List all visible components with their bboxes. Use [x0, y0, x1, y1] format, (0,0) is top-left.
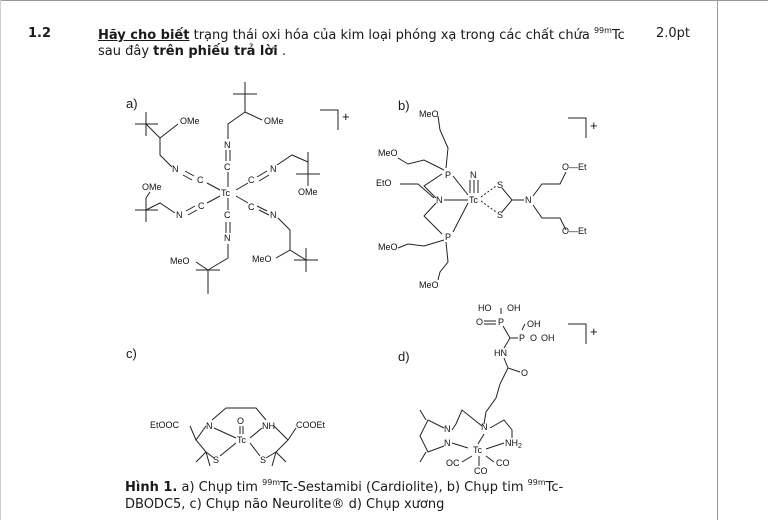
struct-b-eto: EtO [376, 178, 392, 188]
struct-b-meo-bot: MeO [419, 280, 439, 290]
struct-d-nh-text: NH [505, 438, 518, 448]
struct-a-ome-ll: OMe [142, 182, 162, 192]
question-text-a: trạng thái oxi hóa của kim loại phóng xạ… [189, 28, 594, 43]
struct-a-c-bot: C [224, 210, 231, 220]
question-element: Tc [611, 28, 625, 43]
struct-b-n-dtc: N [525, 195, 532, 205]
question-isotope-sup: 99m [593, 26, 612, 35]
struct-a-n-bot: N [224, 233, 231, 243]
struct-b-meo-low: MeO [378, 242, 398, 252]
struct-a-meo-bot: MeO [170, 256, 190, 266]
struct-b-s-bot: S [497, 210, 503, 220]
struct-d-co-right: CO [496, 458, 510, 468]
struct-c-metal: Tc [237, 435, 247, 445]
struct-c-etooc: EtOOC [150, 420, 180, 430]
struct-d-ho: HO [478, 303, 492, 313]
struct-d-o-bot: O [530, 333, 537, 343]
struct-d-p-top: P [498, 317, 504, 327]
struct-a-n-top: N [224, 140, 231, 150]
struct-b-charge: + [590, 118, 598, 133]
question-points: 2.0pt [656, 26, 691, 41]
struct-d-n-pyr1: N [444, 424, 451, 434]
page-frame-left [0, 0, 1, 520]
structure-c: Tc O N NH S S EtOOC COOEt [150, 407, 326, 467]
struct-a-n-ul: N [172, 164, 179, 174]
struct-a-ome-top: OMe [264, 116, 284, 126]
question-number: 1.2 [28, 26, 52, 41]
struct-b-p-bot: P [445, 232, 451, 242]
struct-c-cooet: COOEt [296, 420, 326, 430]
struct-a-c-lr: C [248, 202, 255, 212]
struct-d-nh-sub: 2 [518, 443, 522, 450]
caption-bold: Hình 1. [125, 480, 178, 495]
struct-b-nitrido: N [470, 170, 477, 180]
question-text-line2: sau đây trên phiếu trả lời . [98, 44, 286, 59]
struct-a-n-ll: N [176, 210, 183, 220]
struct-d-oh-mid: OH [527, 319, 541, 329]
question-text-line1: Hãy cho biết trạng thái oxi hóa của kim … [98, 26, 625, 43]
struct-d-n-center: N [481, 422, 488, 432]
struct-d-o-amide: O [521, 368, 528, 378]
struct-a-ome-ur: OMe [298, 187, 318, 197]
figure-caption-line1: Hình 1. a) Chụp tim 99mTc-Sestamibi (Car… [125, 478, 563, 495]
page-frame-top [0, 0, 768, 1]
caption-part3: Tc- [545, 480, 564, 495]
structure-d: Tc HO OH O P OH P O OH HN O N N N NH2 OC [419, 303, 598, 476]
struct-a-meo-lr: MeO [252, 254, 272, 264]
struct-a-c-ul: C [197, 175, 204, 185]
question-bold-tail: trên phiếu trả lời [153, 44, 278, 59]
structure-a: Tc C N OMe C N OMe C N OMe C N O [135, 82, 350, 294]
struct-d-oh-top: OH [507, 303, 521, 313]
struct-a-c-ur: C [248, 175, 255, 185]
struct-d-co-bot: CO [474, 466, 488, 476]
struct-b-s-top: S [497, 180, 503, 190]
figure-caption-line2: DBODC5, c) Chụp não Neurolite® d) Chụp x… [125, 497, 445, 512]
struct-b-oet-top: O—Et [562, 162, 587, 172]
panel-b-label: b) [398, 98, 410, 113]
struct-b-metal: Tc [469, 195, 479, 205]
question-text-b: sau đây [98, 44, 154, 59]
struct-c-n: N [206, 421, 213, 431]
caption-part1: a) Chụp tim [177, 480, 263, 495]
struct-b-meo-mid: MeO [378, 148, 398, 158]
caption-sup1: 99m [262, 478, 281, 487]
struct-a-n-lr: N [270, 210, 277, 220]
struct-a-charge: + [342, 109, 350, 124]
panel-a-label: a) [126, 96, 138, 111]
struct-b-meo-top: MeO [419, 109, 439, 119]
struct-d-oh-bot: OH [541, 333, 555, 343]
struct-b-p-top: P [445, 170, 451, 180]
struct-a-metal: Tc [221, 188, 231, 198]
struct-b-oet-bot: O—Et [562, 226, 587, 236]
panel-c-label: c) [126, 346, 137, 361]
struct-d-n-pyr2: N [444, 438, 451, 448]
struct-d-nh2: NH2 [505, 438, 522, 450]
page-frame-right [717, 0, 718, 520]
caption-part2: Tc-Sestamibi (Cardiolite), b) Chụp tim [280, 480, 528, 495]
struct-d-o-top: O [476, 317, 483, 327]
struct-d-charge: + [590, 324, 598, 339]
struct-d-hn: HN [494, 348, 507, 358]
question-bold-lead: Hãy cho biết [98, 28, 190, 43]
question-text-c: . [277, 44, 287, 59]
struct-c-oxo: O [237, 416, 244, 426]
panel-d-label: d) [398, 349, 410, 364]
struct-a-n-ur: N [270, 164, 277, 174]
struct-d-p-bot: P [519, 333, 525, 343]
struct-d-oc: OC [446, 458, 460, 468]
caption-sup2: 99m [527, 478, 546, 487]
struct-c-nh: NH [262, 421, 275, 431]
struct-d-metal: Tc [473, 445, 483, 455]
struct-a-c-ll: C [198, 201, 205, 211]
struct-a-c-top: C [224, 162, 231, 172]
struct-c-s-left: S [213, 455, 219, 465]
struct-b-n-center: N [436, 195, 443, 205]
structure-b: Tc N P P N EtO MeO MeO MeO MeO S S N O [376, 109, 598, 290]
struct-c-s-right: S [260, 455, 266, 465]
struct-a-ome-ul: OMe [180, 116, 200, 126]
